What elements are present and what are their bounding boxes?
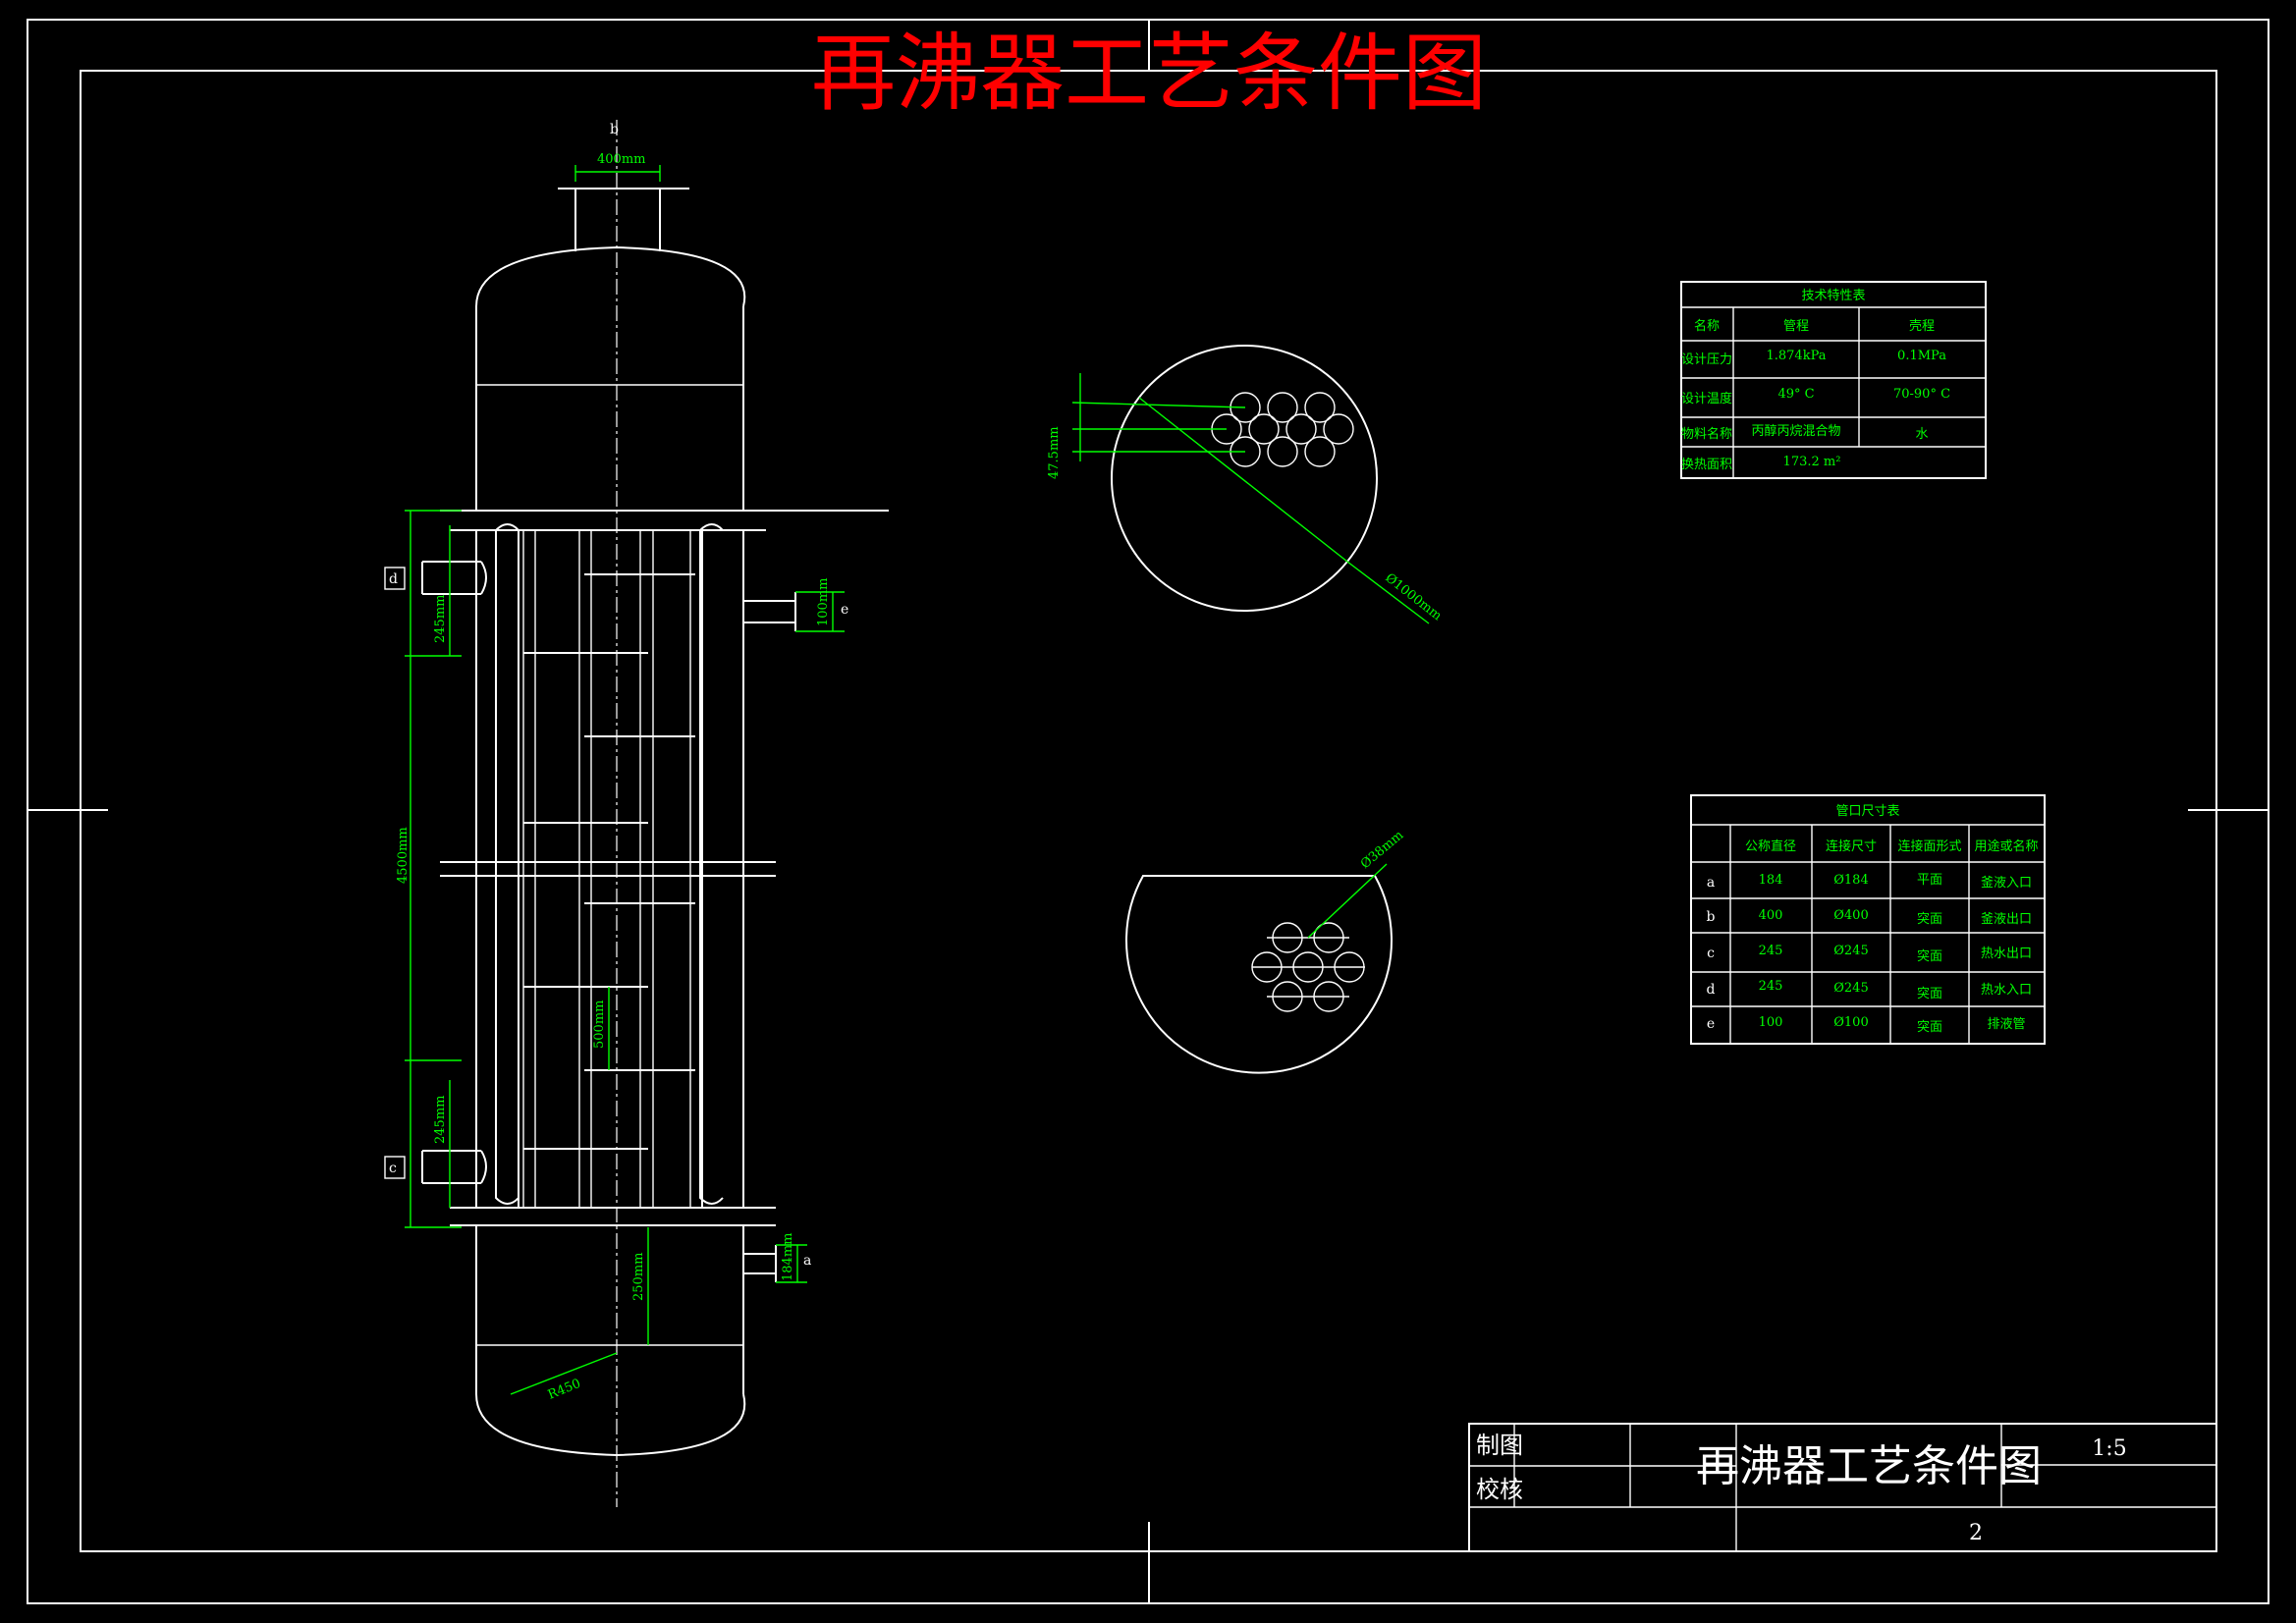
nozzle-header: 连接尺寸 bbox=[1826, 839, 1877, 854]
nozzle-e bbox=[743, 592, 796, 631]
tube-layout-top: 47.5mm Ø1000mm bbox=[1047, 345, 1445, 624]
dim-pitch: 47.5mm bbox=[1047, 426, 1062, 479]
dim-top-nozzle: 400mm bbox=[597, 152, 645, 167]
nozzle-cell: 400 bbox=[1759, 908, 1783, 923]
nozzle-d bbox=[421, 561, 487, 595]
nozzle-cell: Ø400 bbox=[1833, 908, 1868, 923]
top-head bbox=[475, 245, 746, 307]
dim-head-radius: R450 bbox=[546, 1377, 583, 1403]
label-drawn: 制图 bbox=[1476, 1432, 1523, 1459]
tech-cell: 设计温度 bbox=[1681, 391, 1732, 406]
dim-shell-length: 4500mm bbox=[396, 827, 410, 884]
tube-circles-top bbox=[1211, 392, 1354, 467]
tech-cell: 49° C bbox=[1777, 387, 1814, 402]
nozzle-cell: 184 bbox=[1759, 873, 1783, 888]
nozzle-header: 连接面形式 bbox=[1897, 839, 1961, 854]
nozzle-cell: 釜液入口 bbox=[1981, 876, 2032, 891]
tech-cell: 换热面积 bbox=[1681, 458, 1732, 472]
tech-header-tube: 管程 bbox=[1783, 319, 1809, 334]
nozzle-cell: d bbox=[1707, 982, 1716, 998]
label-a: a bbox=[803, 1253, 811, 1269]
nozzle-cell: 突面 bbox=[1917, 948, 1942, 964]
tech-cell: 1.874kPa bbox=[1766, 349, 1826, 363]
dim-baffle: 500mm bbox=[592, 1001, 607, 1049]
nozzle-cell: 排液管 bbox=[1987, 1017, 2025, 1032]
dim-bottom-nozzle: 184mm bbox=[781, 1233, 795, 1281]
nozzle-cell: 热水入口 bbox=[1981, 983, 2032, 998]
tech-cell: 0.1MPa bbox=[1897, 349, 1946, 363]
tech-cell: 设计压力 bbox=[1681, 352, 1732, 367]
nozzle-cell: 热水出口 bbox=[1981, 947, 2032, 961]
tech-cell: 173.2 m² bbox=[1783, 455, 1841, 469]
nozzle-cell: 245 bbox=[1759, 979, 1783, 994]
nozzle-a bbox=[743, 1245, 777, 1282]
baffles bbox=[523, 573, 695, 1150]
nozzle-cell: Ø245 bbox=[1833, 944, 1868, 958]
tube-circles-bottom bbox=[1251, 922, 1365, 1012]
nozzle-cell: 突面 bbox=[1917, 1019, 1942, 1035]
tech-table: 技术特性表 名称 管程 壳程 设计压力 1.874kPa 0.1MPa 设计温度… bbox=[1680, 281, 1987, 479]
tech-header-name: 名称 bbox=[1694, 318, 1720, 334]
title-block: 制图 校核 再沸器工艺条件图 1:5 2 bbox=[1468, 1423, 2217, 1552]
nozzle-c bbox=[421, 1150, 487, 1184]
dim-bottom-height: 250mm bbox=[631, 1253, 646, 1301]
nozzle-cell: a bbox=[1707, 875, 1715, 891]
sheet-number: 2 bbox=[1969, 1521, 1983, 1545]
label-c: c bbox=[389, 1161, 397, 1176]
tech-cell: 70-90° C bbox=[1893, 387, 1950, 402]
nozzle-cell: 突面 bbox=[1917, 911, 1942, 927]
dim-right-nozzle: 100mm bbox=[816, 578, 831, 626]
tech-table-title: 技术特性表 bbox=[1801, 289, 1865, 303]
scale-value: 1:5 bbox=[2092, 1436, 2126, 1461]
label-e: e bbox=[841, 602, 848, 618]
outer-frame bbox=[27, 19, 2269, 1604]
nozzle-table-title: 管口尺寸表 bbox=[1835, 804, 1899, 819]
nozzle-cell: 突面 bbox=[1917, 986, 1942, 1001]
nozzle-header: 用途或名称 bbox=[1974, 839, 2038, 854]
dim-upper-spacing: 245mm bbox=[433, 595, 448, 643]
nozzle-cell: 245 bbox=[1759, 944, 1783, 958]
dim-lower-spacing: 245mm bbox=[433, 1096, 448, 1144]
nozzle-cell: e bbox=[1707, 1016, 1715, 1032]
nozzle-cell: 100 bbox=[1759, 1015, 1783, 1030]
bottom-head bbox=[475, 1393, 746, 1457]
nozzle-cell: 釜液出口 bbox=[1981, 912, 2032, 927]
centering-marks bbox=[27, 20, 2269, 1603]
reboiler-elevation: b d c e a 400mm 245mm 4500mm 2 bbox=[384, 120, 889, 1507]
dim-shell-diameter: Ø1000mm bbox=[1383, 570, 1445, 623]
nozzle-cell: Ø100 bbox=[1833, 1015, 1868, 1030]
drawing-title: 再沸器工艺条件图 bbox=[811, 25, 1487, 123]
nozzle-cell: c bbox=[1707, 946, 1715, 961]
tech-cell: 水 bbox=[1915, 427, 1928, 442]
nozzle-cell: 平面 bbox=[1917, 873, 1942, 888]
title-block-name: 再沸器工艺条件图 bbox=[1696, 1441, 2042, 1491]
dimension-lines bbox=[405, 165, 845, 1395]
tech-cell: 物料名称 bbox=[1681, 426, 1732, 442]
label-b: b bbox=[610, 122, 619, 137]
label-checked: 校核 bbox=[1476, 1476, 1523, 1503]
nozzle-cell: Ø245 bbox=[1833, 981, 1868, 996]
tube-bundle bbox=[522, 530, 691, 1208]
nozzle-table: 管口尺寸表 公称直径 连接尺寸 连接面形式 用途或名称 a 184 Ø184 平… bbox=[1690, 794, 2046, 1045]
tech-header-shell: 壳程 bbox=[1909, 319, 1935, 334]
label-d: d bbox=[389, 571, 398, 587]
tech-cell: 丙醇丙烷混合物 bbox=[1751, 423, 1840, 439]
tube-layout-bottom: Ø38mm bbox=[1125, 828, 1406, 1074]
nozzle-cell: b bbox=[1707, 909, 1716, 925]
dim-tube-diameter: Ø38mm bbox=[1358, 828, 1406, 872]
nozzle-header: 公称直径 bbox=[1745, 839, 1796, 854]
nozzle-cell: Ø184 bbox=[1833, 873, 1868, 888]
